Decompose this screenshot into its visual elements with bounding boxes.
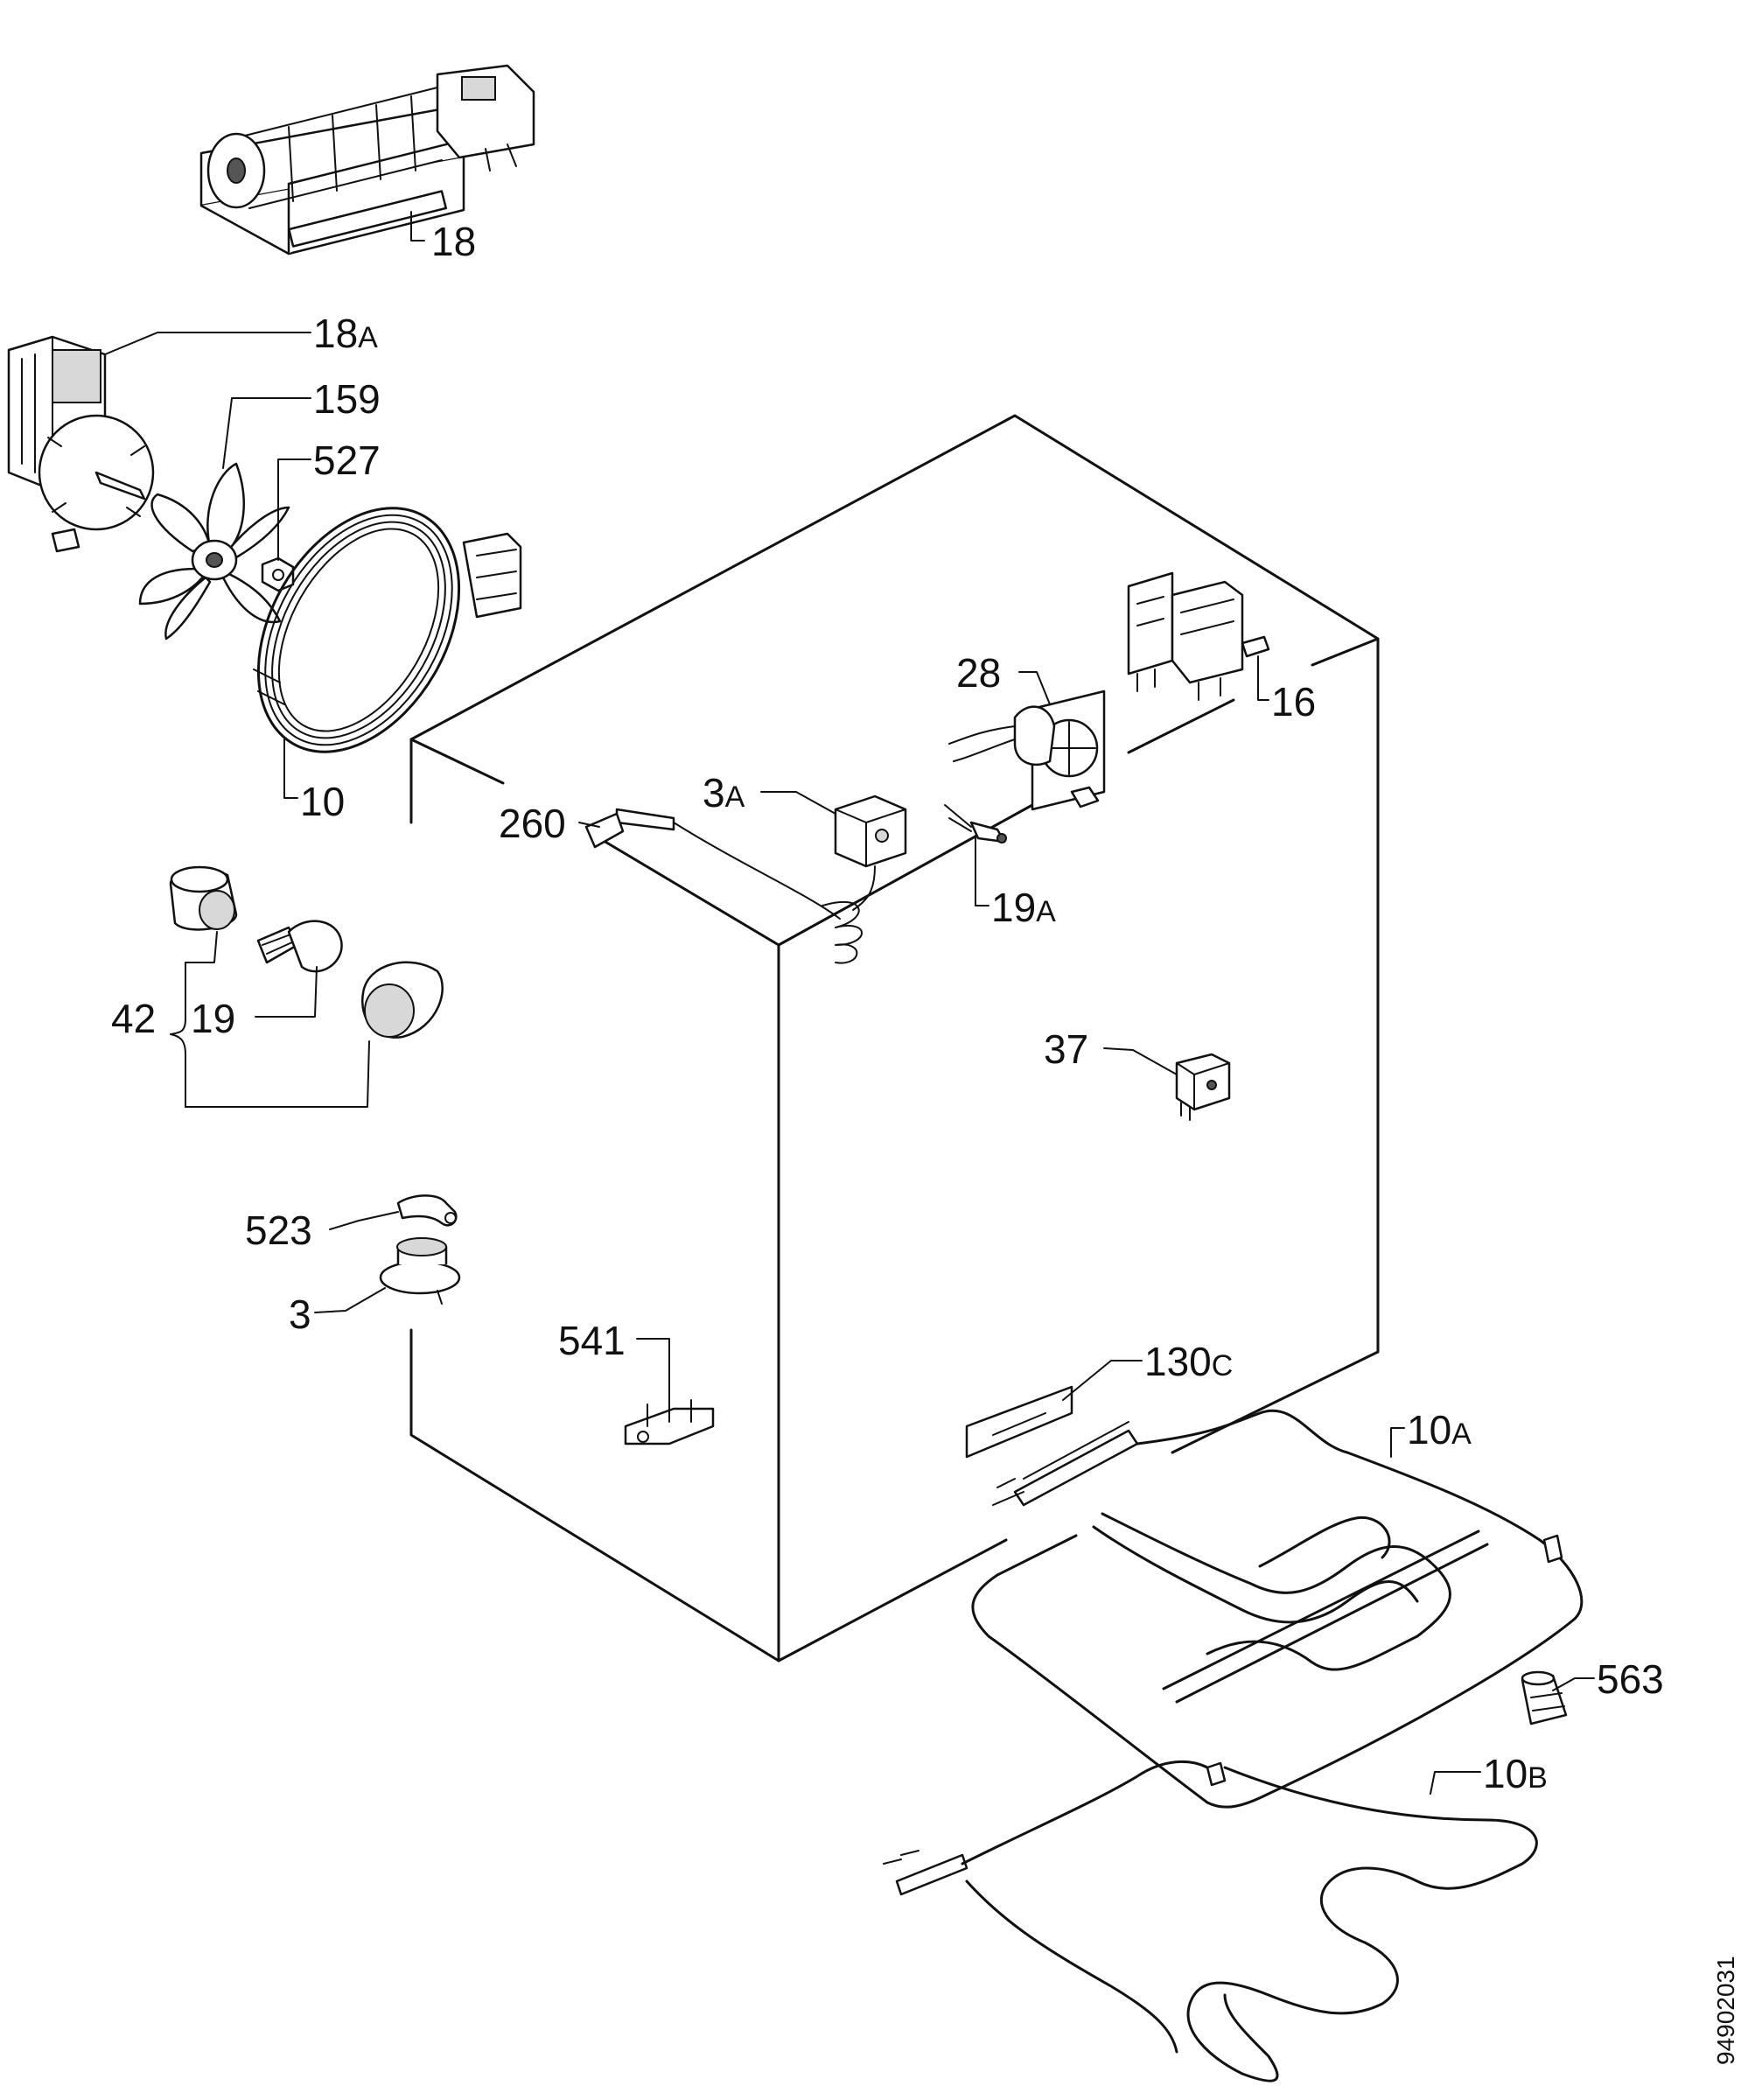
label-19: 19 <box>191 996 235 1041</box>
top-grill-element-part <box>971 1409 1584 1809</box>
tangential-fan-part <box>199 64 535 256</box>
cap-part <box>1521 1670 1568 1726</box>
clip-part <box>396 1194 458 1227</box>
temperature-sensor-part <box>584 808 863 964</box>
label-28: 28 <box>956 650 1001 696</box>
nut-part <box>261 556 295 592</box>
gasket-plate-part <box>965 1385 1073 1459</box>
label-159: 159 <box>313 376 381 422</box>
label-523: 523 <box>245 1208 312 1253</box>
timer-part <box>948 690 1106 811</box>
thermostat-3a-part <box>834 794 907 911</box>
label-3: 3 <box>289 1292 311 1337</box>
bracket-part <box>624 1397 715 1446</box>
label-260: 260 <box>499 801 566 846</box>
selector-switch-part <box>1127 571 1270 701</box>
label-19a: 19A <box>991 885 1056 930</box>
part-labels: 18 18A 159 527 10 260 3A 28 16 19A 42 19… <box>111 219 1664 1796</box>
label-527: 527 <box>313 438 381 483</box>
indicator-lamp-part <box>944 804 1007 844</box>
leader-lines <box>104 211 1595 1795</box>
label-37: 37 <box>1044 1026 1088 1072</box>
safety-thermostat-part <box>379 1237 461 1305</box>
label-16: 16 <box>1271 679 1316 724</box>
lamp-socket-part <box>169 865 238 931</box>
fan-motor-part <box>7 335 155 553</box>
label-18: 18 <box>431 219 476 264</box>
label-3a: 3A <box>703 770 745 816</box>
label-18a: 18A <box>313 311 378 356</box>
circular-heating-element-part <box>253 507 522 753</box>
drawing-code: 94902031 <box>1712 1956 1739 2065</box>
label-42: 42 <box>111 996 156 1041</box>
terminal-block-part <box>1175 1053 1231 1121</box>
label-563: 563 <box>1597 1656 1664 1702</box>
label-10b: 10B <box>1483 1751 1548 1796</box>
lamp-cover-part <box>360 961 444 1039</box>
label-541: 541 <box>558 1318 626 1363</box>
lamp-bulb-part <box>256 920 343 973</box>
oven-cabinet <box>409 414 1380 1662</box>
label-10a: 10A <box>1407 1407 1472 1452</box>
label-130c: 130C <box>1144 1339 1233 1384</box>
bottom-heating-element-part <box>883 1760 1538 2082</box>
label-10: 10 <box>300 779 345 824</box>
fan-blade-part <box>138 462 290 640</box>
